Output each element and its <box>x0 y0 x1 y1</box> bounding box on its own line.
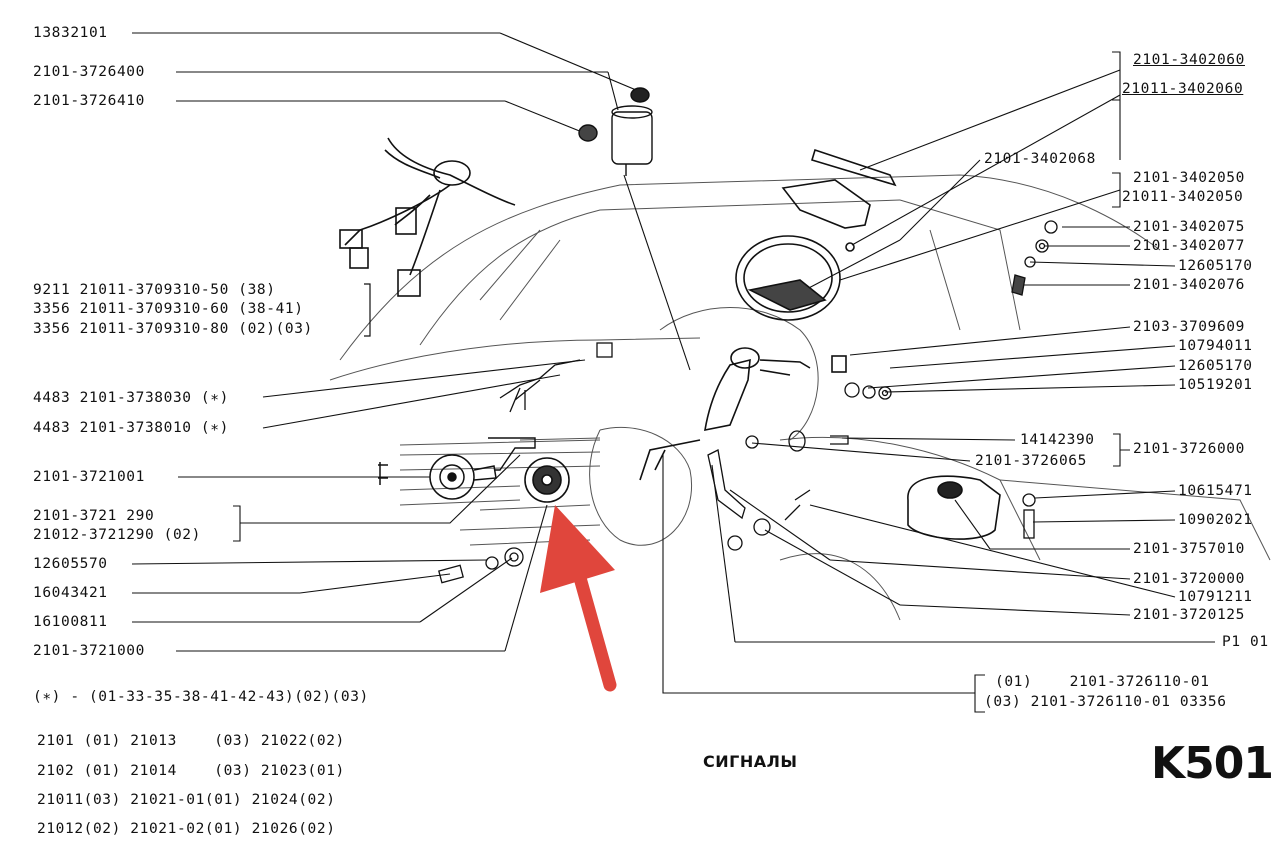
part-label: 13832101 <box>33 25 108 41</box>
part-label: 16100811 <box>33 614 108 630</box>
part-label: 2101-3720125 <box>1133 607 1245 623</box>
footnote: (∗) - (01-33-35-38-41-42-43)(02)(03) <box>33 689 369 705</box>
part-label: 2101-3402077 <box>1133 238 1245 254</box>
model-row: 21011(03) 21021-01(01) 21024(02) <box>37 792 336 808</box>
horn-relay-part <box>578 87 653 176</box>
part-label: 12605170 <box>1178 358 1253 374</box>
part-label: 9211 21011-3709310-50 (38) <box>33 282 276 298</box>
wire-connector-small <box>499 342 613 413</box>
part-label: 2101-3721 290 <box>33 508 155 524</box>
part-label: 2101-3757010 <box>1133 541 1245 557</box>
horn-fasteners <box>438 547 524 584</box>
part-label: 10791211 <box>1178 589 1253 605</box>
part-label: Р1 01 <box>1222 634 1269 650</box>
part-label: 4483 2101-3738030 (∗) <box>33 390 229 406</box>
part-label: 21011-3402060 <box>1122 81 1244 97</box>
part-label: 2101-3721001 <box>33 469 145 485</box>
part-label: 21012-3721290 (02) <box>33 527 201 543</box>
steering-wheel-pad <box>735 148 897 321</box>
part-label: 2101-3402076 <box>1133 277 1245 293</box>
horn-bracket <box>488 437 536 471</box>
part-label: 2101-3726065 <box>975 453 1087 469</box>
part-label: 3356 21011-3709310-80 (02)(03) <box>33 321 313 337</box>
part-label: (01) 2101-3726110-01 <box>995 674 1210 690</box>
part-label: 10794011 <box>1178 338 1253 354</box>
horn-left <box>378 454 497 500</box>
model-row: 2101 (01) 21013 (03) 21022(02) <box>37 733 345 749</box>
part-label: 2101-3726400 <box>33 64 145 80</box>
bolt-and-bracket <box>707 449 811 521</box>
leader-lines <box>131 32 1215 713</box>
part-label: 2101-3402050 <box>1133 170 1245 186</box>
horn-right <box>524 457 570 503</box>
model-row: 2102 (01) 21014 (03) 21023(01) <box>37 763 345 779</box>
part-label: 2101-3402075 <box>1133 219 1245 235</box>
part-label: 10902021 <box>1178 512 1253 528</box>
horn-switch-contact <box>745 430 849 452</box>
part-label: (03) 2101-3726110-01 03356 <box>984 694 1227 710</box>
page-code: K501 <box>1151 738 1274 789</box>
page-title: СИГНАЛЫ <box>703 752 798 771</box>
part-label: 21011-3402050 <box>1122 189 1244 205</box>
part-label: 4483 2101-3738010 (∗) <box>33 420 229 436</box>
part-label: 2101-3721000 <box>33 643 145 659</box>
part-label: 2101-3726410 <box>33 93 145 109</box>
part-label: 2101-3402060 <box>1133 52 1245 68</box>
part-label: 14142390 <box>1020 432 1095 448</box>
switch-wiring-harness <box>339 137 516 297</box>
bracket-mark <box>364 283 371 337</box>
part-label: 12605570 <box>33 556 108 572</box>
part-label: 2101-3726000 <box>1133 441 1245 457</box>
steering-column-switch <box>639 347 847 481</box>
part-label: 10519201 <box>1178 377 1253 393</box>
part-label: 16043421 <box>33 585 108 601</box>
horn-relay-block <box>907 475 1001 540</box>
part-label: 12605170 <box>1178 258 1253 274</box>
part-label: 2101-3720000 <box>1133 571 1245 587</box>
part-label: 10615471 <box>1178 483 1253 499</box>
washers-and-nuts <box>727 220 1058 551</box>
part-label: 2101-3402068 <box>984 151 1096 167</box>
car-body-outline <box>329 174 1271 621</box>
part-label: 2103-3709609 <box>1133 319 1245 335</box>
part-label: 3356 21011-3709310-60 (38-41) <box>33 301 304 317</box>
model-row: 21012(02) 21021-02(01) 21026(02) <box>37 821 336 837</box>
red-pointer-arrow <box>540 505 617 692</box>
